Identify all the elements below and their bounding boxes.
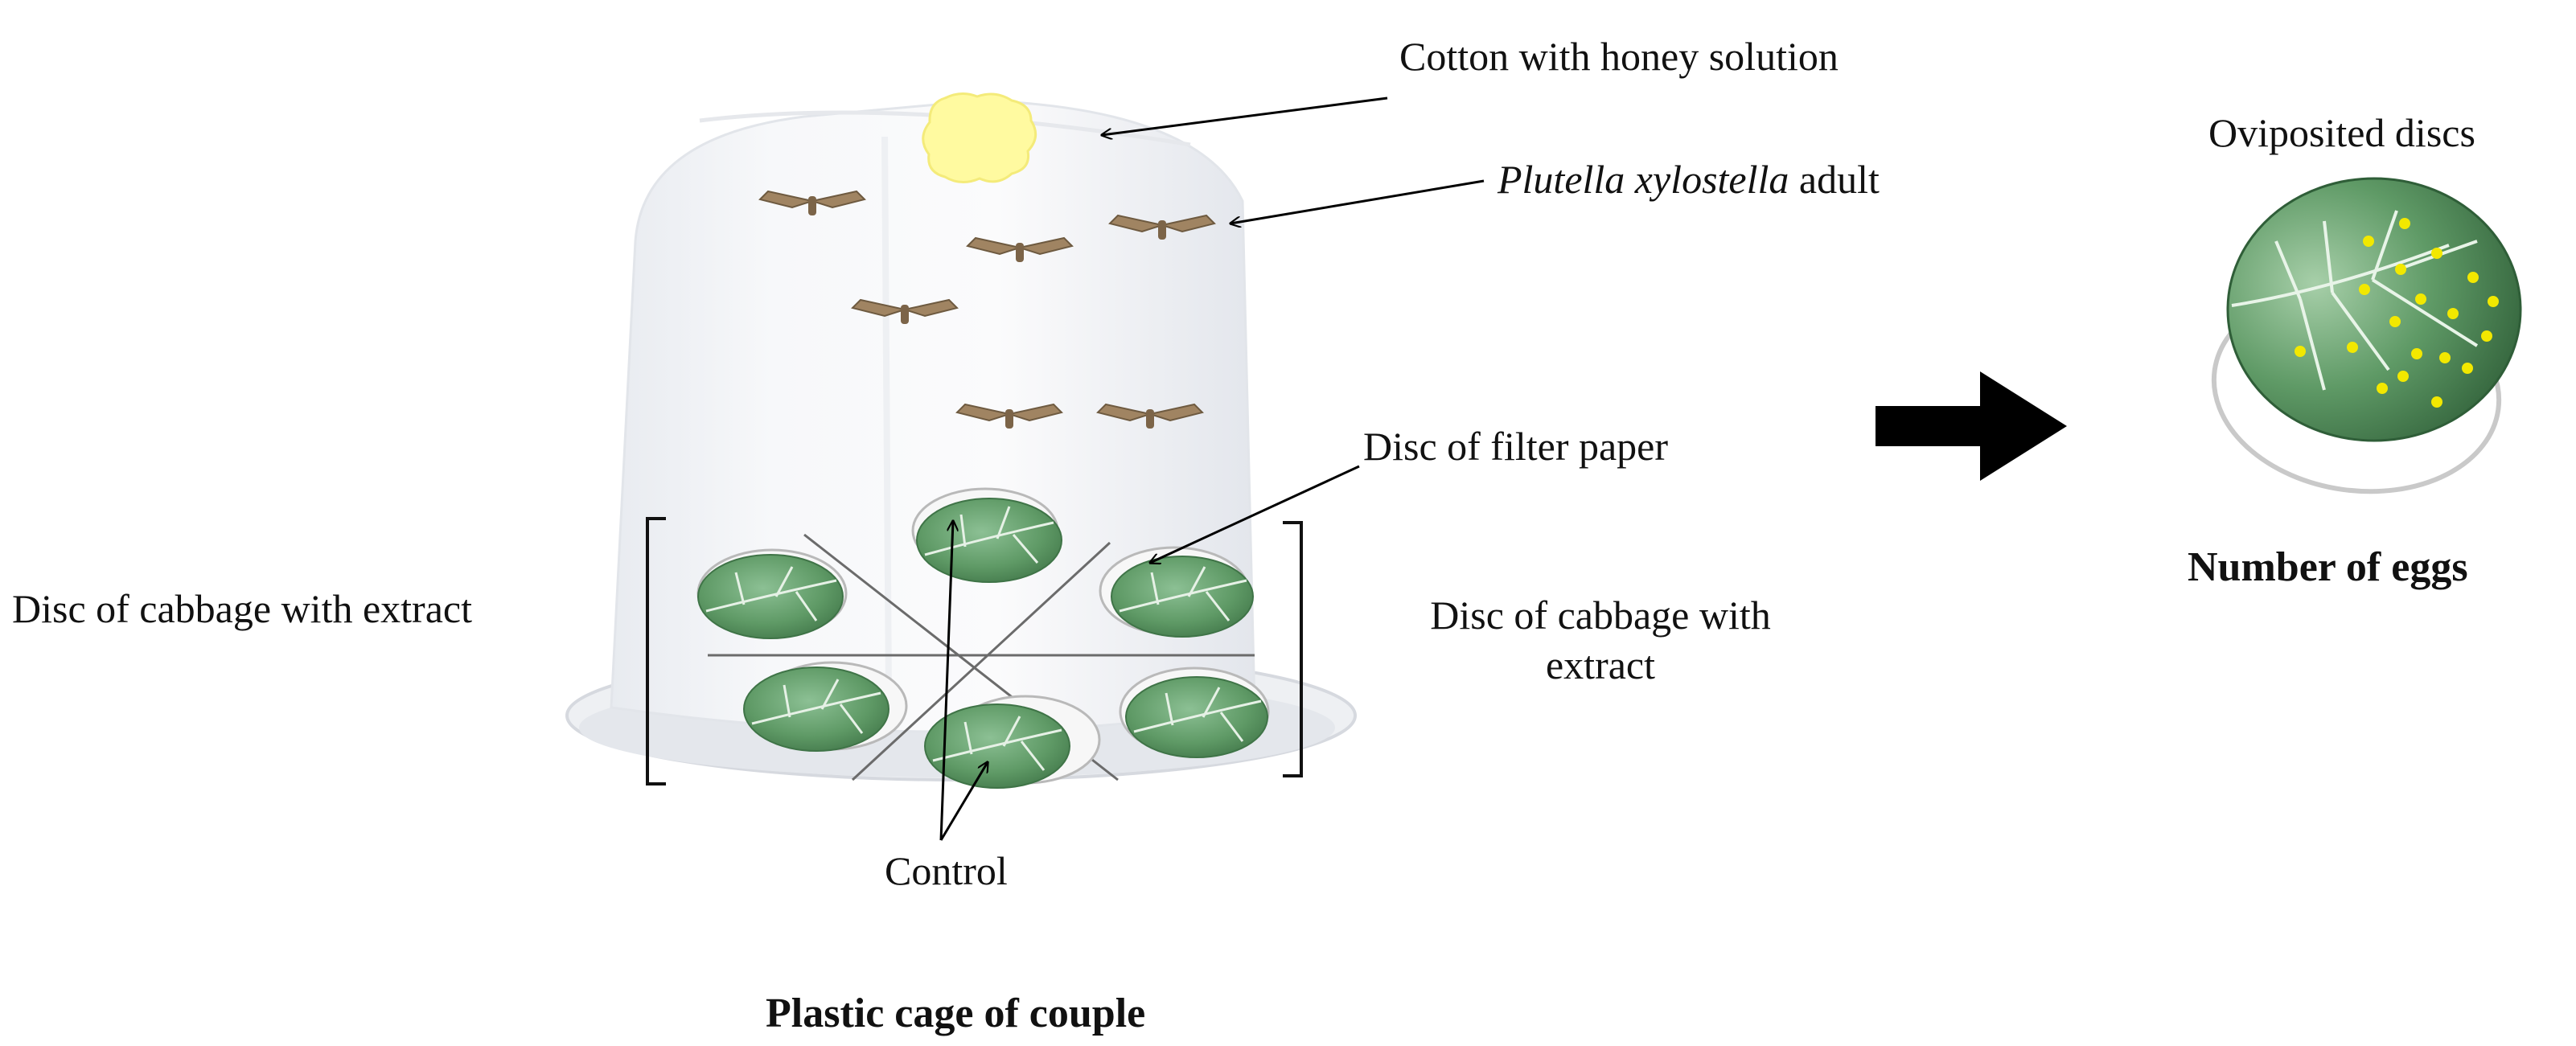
label-cabbage-right-line1: Disc of cabbage with (1430, 593, 1771, 638)
label-moth-adult: Plutella xylostella adult (1498, 159, 1880, 199)
bracket-right (1283, 521, 1303, 777)
cotton-ball-icon (922, 92, 1037, 183)
label-filter-paper: Disc of filter paper (1363, 424, 1669, 469)
cabbage-leaf-disc-icon (743, 667, 889, 752)
moth-icon (851, 298, 959, 324)
label-cabbage-right: Disc of cabbage with extract (1375, 595, 1826, 685)
cabbage-leaf-disc-icon (1125, 676, 1268, 758)
moth-icon (966, 236, 1074, 262)
moth-icon (758, 190, 866, 215)
moth-icon (955, 403, 1063, 429)
label-cabbage-right-line2: extract (1545, 642, 1655, 687)
cabbage-leaf-disc-icon (916, 498, 1062, 583)
bracket-left (646, 517, 666, 786)
label-number-of-eggs: Number of eggs (2188, 544, 2468, 590)
moth-icon (1108, 214, 1216, 240)
label-cabbage-left: Disc of cabbage with extract (12, 586, 472, 631)
annotation-arrows (939, 96, 1485, 841)
moth-icon (1096, 403, 1204, 429)
label-moth-suffix: adult (1789, 157, 1880, 202)
label-moth-species: Plutella xylostella (1498, 157, 1789, 202)
label-cage-title: Plastic cage of couple (766, 991, 1146, 1036)
cabbage-leaf-disc-icon (924, 703, 1070, 789)
label-control: Control (885, 848, 1008, 893)
oviposited-disc-icon (2211, 177, 2522, 494)
label-oviposited: Oviposited discs (2208, 110, 2475, 155)
cabbage-leaf-disc-icon (697, 554, 844, 639)
egg-dots (2295, 218, 2499, 408)
right-arrow-icon (1876, 371, 2067, 481)
label-cotton: Cotton with honey solution (1399, 34, 1839, 79)
cabbage-leaf-disc-icon (1111, 556, 1254, 638)
